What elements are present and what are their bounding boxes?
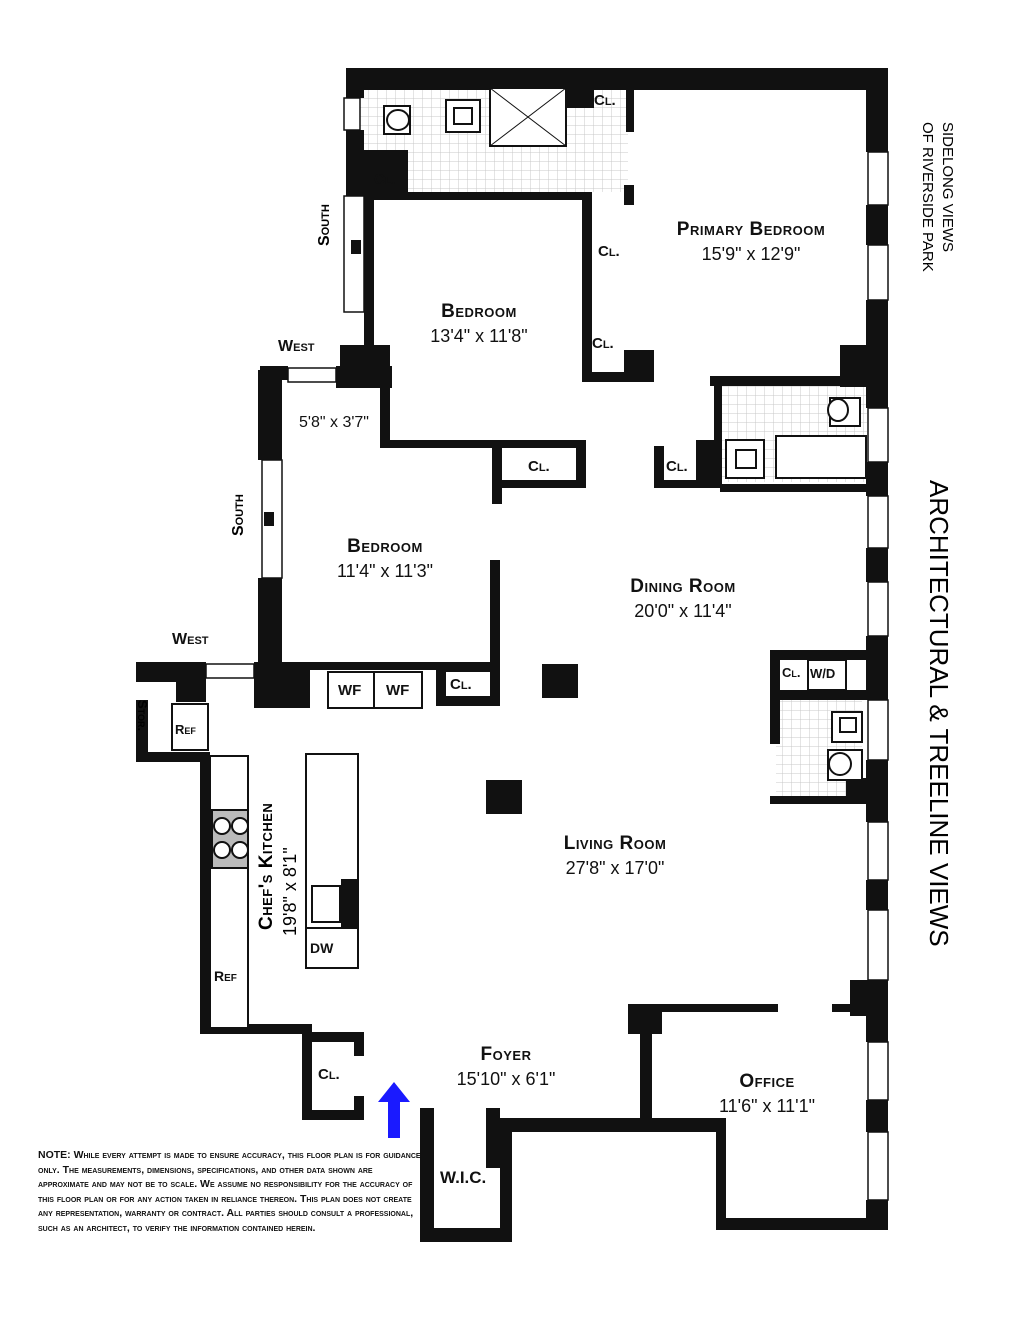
office-dims: 11'6" x 11'1": [718, 1096, 816, 1116]
primary-bedroom-dims: 15'9" x 12'9": [701, 244, 801, 264]
bedroom2-dims: 11'4" x 11'3": [336, 561, 434, 581]
foyer-name: Foyer: [480, 1044, 532, 1065]
storage-label: Stor.: [135, 700, 150, 732]
closet-label: Cl.: [318, 1066, 340, 1083]
architectural-views-label: ARCHITECTURAL & TREELINE VIEWS: [924, 480, 954, 947]
office-name: Office: [739, 1071, 795, 1092]
closet-label: Cl.: [598, 243, 620, 260]
dw-label: DW: [310, 940, 334, 956]
closet-label: Cl.: [450, 676, 472, 693]
closet-label: Cl.: [528, 458, 550, 475]
wic-label: W.I.C.: [440, 1168, 487, 1187]
south-label: South: [316, 204, 333, 246]
wf-label: WF: [338, 682, 362, 699]
primary-bedroom-name: Primary Bedroom: [676, 219, 826, 240]
closet-label: Cl.: [592, 335, 614, 352]
ref-label: Ref: [175, 722, 196, 737]
west-label: West: [278, 338, 315, 355]
foyer-dims: 15'10" x 6'1": [456, 1069, 556, 1089]
living-room-dims: 27'8" x 17'0": [565, 858, 665, 878]
disclaimer-note: NOTE: While every attempt is made to ens…: [38, 1148, 422, 1236]
closet-label: Cl.: [782, 665, 801, 680]
entry-arrow: [378, 1082, 410, 1138]
note-lead: NOTE:: [38, 1149, 71, 1161]
ref-label: Ref: [214, 968, 237, 984]
dining-room-name: Dining Room: [630, 576, 736, 597]
fixtures: [171, 87, 867, 1029]
bedroom1-dims: 13'4" x 11'8": [430, 326, 528, 346]
sidelong-views-line2: OF RIVERSIDE PARK: [919, 122, 936, 272]
wd-label: W/D: [810, 666, 836, 681]
sidelong-views-line1: SIDELONG VIEWS: [939, 122, 956, 253]
wf-label: WF: [386, 682, 410, 699]
dining-room-dims: 20'0" x 11'4": [634, 601, 732, 621]
bedroom1-name: Bedroom: [441, 301, 517, 322]
bedroom2-name: Bedroom: [347, 536, 423, 557]
closet-label: Cl.: [666, 458, 688, 475]
note-text: While every attempt is made to ensure ac…: [38, 1149, 421, 1234]
closet-label: Cl.: [594, 92, 616, 109]
west-label: West: [172, 631, 209, 648]
living-room-name: Living Room: [563, 833, 667, 854]
closet-label: Cl.: [374, 171, 396, 188]
small-room-dims: 5'8" x 3'7": [299, 414, 369, 431]
kitchen-name: Chef's Kitchen: [256, 802, 277, 930]
window-mullions: [264, 240, 361, 526]
windows: [205, 97, 889, 1201]
south-label: South: [230, 494, 247, 536]
kitchen-dims: 19'8" x 8'1": [280, 847, 300, 936]
